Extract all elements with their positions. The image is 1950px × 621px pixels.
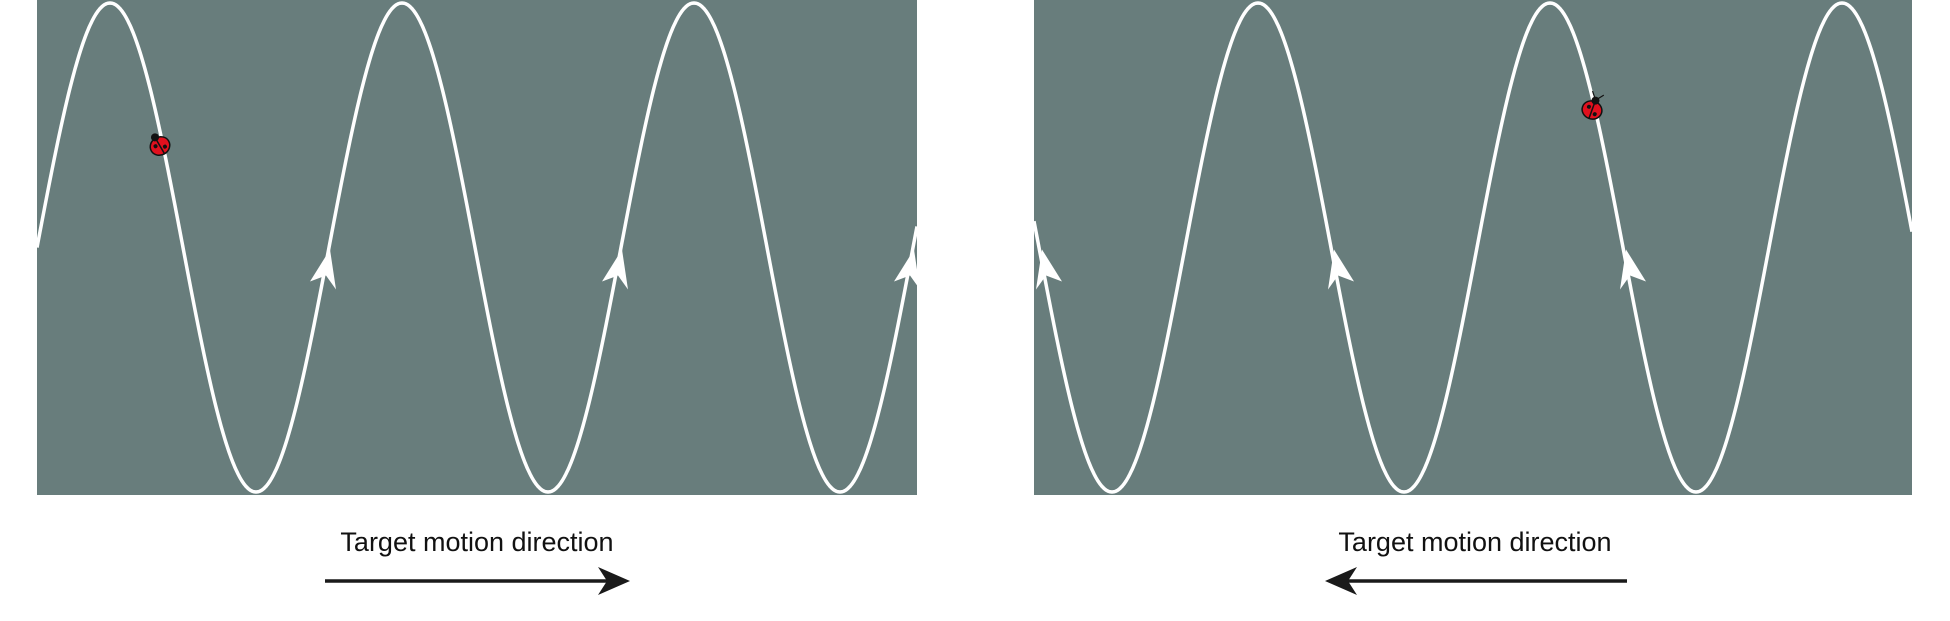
left-panel-background: [37, 0, 917, 495]
right-panel: Target motion direction: [1032, 0, 1914, 595]
path-arrowhead: [310, 249, 336, 290]
right-sine-path: [1032, 1, 1914, 494]
path-arrowhead: [1620, 249, 1646, 290]
path-arrowhead: [1036, 249, 1062, 290]
right-path-arrowheads: [1036, 249, 1646, 290]
left-sine-path: [35, 1, 919, 494]
right-direction-arrow: [1325, 567, 1627, 595]
path-arrowhead: [894, 249, 920, 290]
left-path-arrowheads: [310, 249, 920, 290]
sine-curve: [35, 1, 919, 494]
ladybug-icon: [149, 133, 171, 157]
left-direction-arrow: [325, 567, 630, 595]
path-arrowhead: [602, 249, 628, 290]
path-arrowhead: [1328, 249, 1354, 290]
left-panel: Target motion direction: [35, 0, 920, 595]
right-panel-background: [1034, 0, 1912, 495]
ladybug-icon: [1581, 90, 1605, 120]
sine-curve: [1032, 1, 1914, 494]
right-caption: Target motion direction: [1338, 527, 1611, 557]
left-caption: Target motion direction: [340, 527, 613, 557]
